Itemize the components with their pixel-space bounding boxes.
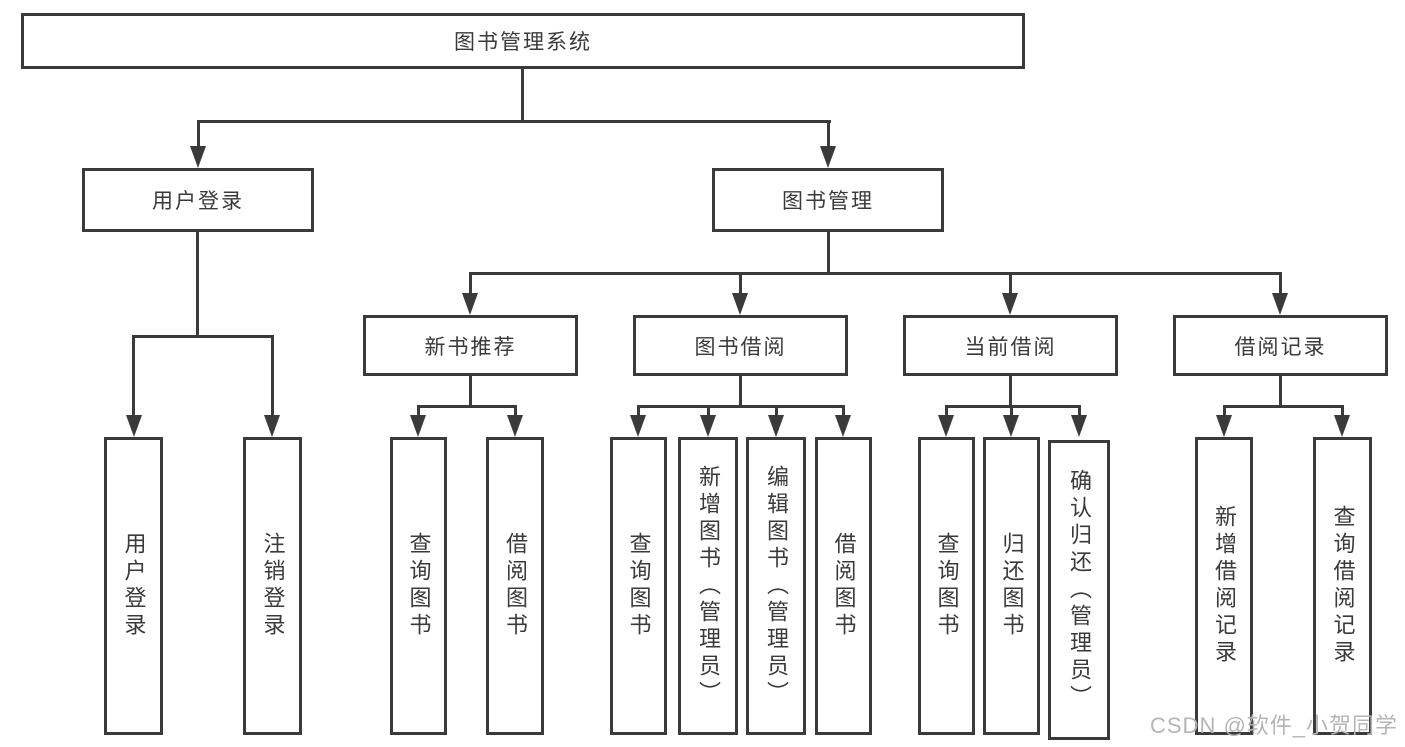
arrow-down-icon xyxy=(1002,293,1018,315)
arrow-down-icon xyxy=(126,415,142,437)
arrow-down-icon xyxy=(820,146,836,168)
leaf-rec-borrow-book-label: 借阅图书 xyxy=(503,532,528,640)
leaf-rec-query-book-label: 查询图书 xyxy=(406,532,432,640)
leaf-user-login-label: 用户登录 xyxy=(121,532,147,640)
connector-drop-ul-user-login xyxy=(132,335,135,415)
arrow-down-icon xyxy=(507,415,523,437)
connector-drop-bb-edit xyxy=(775,405,778,415)
arrow-down-icon xyxy=(700,415,716,437)
leaf-cb-return-book: 归还图书 xyxy=(983,437,1040,735)
node-book-borrow: 图书借阅 xyxy=(633,315,848,376)
connector-drop-cb-query xyxy=(945,405,948,415)
node-book-borrow-label: 图书借阅 xyxy=(694,335,787,359)
node-user-login-label: 用户登录 xyxy=(152,190,244,213)
arrow-down-icon xyxy=(938,415,954,437)
leaf-br-query-record: 查询借阅记录 xyxy=(1313,437,1372,735)
arrow-down-icon xyxy=(768,415,784,437)
connector-drop-cb-return xyxy=(1010,405,1013,415)
arrow-down-icon xyxy=(1216,415,1232,437)
leaf-user-login: 用户登录 xyxy=(104,437,163,735)
node-book-mgmt: 图书管理 xyxy=(712,168,944,232)
leaf-br-add-record-label: 新增借阅记录 xyxy=(1212,505,1237,667)
node-current-borrow: 当前借阅 xyxy=(903,315,1118,376)
node-borrow-record-label: 借阅记录 xyxy=(1234,335,1327,359)
arrow-down-icon xyxy=(1003,415,1019,437)
leaf-cb-query-book-label: 查询图书 xyxy=(934,532,960,640)
node-new-book-rec-label: 新书推荐 xyxy=(424,335,517,359)
connector-drop-nr-borrow xyxy=(514,405,517,415)
leaf-cb-confirm-return: 确认归还（管理员） xyxy=(1048,440,1110,740)
node-borrow-record: 借阅记录 xyxy=(1173,315,1388,376)
connector-drop-user-login xyxy=(197,120,200,146)
connector-drop-new-book-rec xyxy=(469,272,472,293)
connector-drop-cb-confirm xyxy=(1078,405,1081,415)
node-current-borrow-label: 当前借阅 xyxy=(964,335,1057,359)
connector-user-login-rail xyxy=(132,335,274,338)
arrow-down-icon xyxy=(630,415,646,437)
arrow-down-icon xyxy=(732,293,748,315)
leaf-bb-borrow-book: 借阅图书 xyxy=(815,437,872,735)
connector-user-login-stem xyxy=(196,232,199,338)
connector-current-borrow-rail xyxy=(945,405,1081,408)
leaf-cb-query-book: 查询图书 xyxy=(918,437,975,735)
connector-drop-book-borrow xyxy=(739,272,742,293)
leaf-bb-add-book: 新增图书（管理员） xyxy=(678,437,738,735)
leaf-cb-return-book-label: 归还图书 xyxy=(999,532,1025,640)
leaf-bb-query-book: 查询图书 xyxy=(610,437,667,735)
leaf-br-query-record-label: 查询借阅记录 xyxy=(1330,505,1356,667)
connector-borrow-record-rail xyxy=(1223,405,1344,408)
node-book-mgmt-label: 图书管理 xyxy=(782,190,874,213)
connector-borrow-record-stem xyxy=(1279,376,1282,408)
arrow-down-icon xyxy=(1071,415,1087,437)
connector-drop-borrow-record xyxy=(1279,272,1282,293)
leaf-rec-borrow-book: 借阅图书 xyxy=(486,437,544,735)
leaf-bb-borrow-book-label: 借阅图书 xyxy=(831,532,857,640)
node-user-login: 用户登录 xyxy=(82,168,314,232)
node-root: 图书管理系统 xyxy=(21,13,1025,69)
arrow-down-icon xyxy=(462,293,478,315)
connector-book-borrow-rail xyxy=(637,405,845,408)
csdn-watermark: CSDN @软件_小贺同学 xyxy=(1150,713,1399,738)
connector-root-rail xyxy=(197,120,831,123)
connector-drop-br-add xyxy=(1223,405,1226,415)
connector-drop-ul-logout xyxy=(271,335,274,415)
connector-drop-br-query xyxy=(1341,405,1344,415)
connector-drop-book-mgmt xyxy=(827,120,830,146)
leaf-br-add-record: 新增借阅记录 xyxy=(1195,437,1253,735)
arrow-down-icon xyxy=(1272,293,1288,315)
leaf-bb-add-book-label: 新增图书（管理员） xyxy=(696,464,721,708)
arrow-down-icon xyxy=(264,415,280,437)
connector-book-mgmt-stem xyxy=(827,232,830,275)
connector-current-borrow-stem xyxy=(1009,376,1012,408)
connector-drop-bb-query xyxy=(637,405,640,415)
arrow-down-icon xyxy=(835,415,851,437)
connector-new-book-rec-rail xyxy=(417,405,517,408)
connector-new-book-rec-stem xyxy=(469,376,472,408)
leaf-cb-confirm-return-label: 确认归还（管理员） xyxy=(1067,468,1092,712)
leaf-bb-edit-book-label: 编辑图书（管理员） xyxy=(764,464,789,708)
leaf-bb-edit-book: 编辑图书（管理员） xyxy=(746,437,806,735)
leaf-logout-label: 注销登录 xyxy=(260,532,286,640)
node-new-book-rec: 新书推荐 xyxy=(363,315,578,376)
leaf-bb-query-book-label: 查询图书 xyxy=(626,532,652,640)
connector-drop-bb-borrow xyxy=(842,405,845,415)
node-root-label: 图书管理系统 xyxy=(454,31,592,54)
arrow-down-icon xyxy=(1334,415,1350,437)
leaf-logout: 注销登录 xyxy=(243,437,302,735)
connector-drop-bb-add xyxy=(707,405,710,415)
leaf-rec-query-book: 查询图书 xyxy=(390,437,447,735)
connector-drop-current-borrow xyxy=(1009,272,1012,293)
arrow-down-icon xyxy=(190,146,206,168)
connector-root-stem xyxy=(521,69,524,123)
connector-book-mgmt-rail xyxy=(469,272,1282,275)
connector-book-borrow-stem xyxy=(739,376,742,408)
arrow-down-icon xyxy=(410,415,426,437)
connector-drop-nr-query xyxy=(417,405,420,415)
